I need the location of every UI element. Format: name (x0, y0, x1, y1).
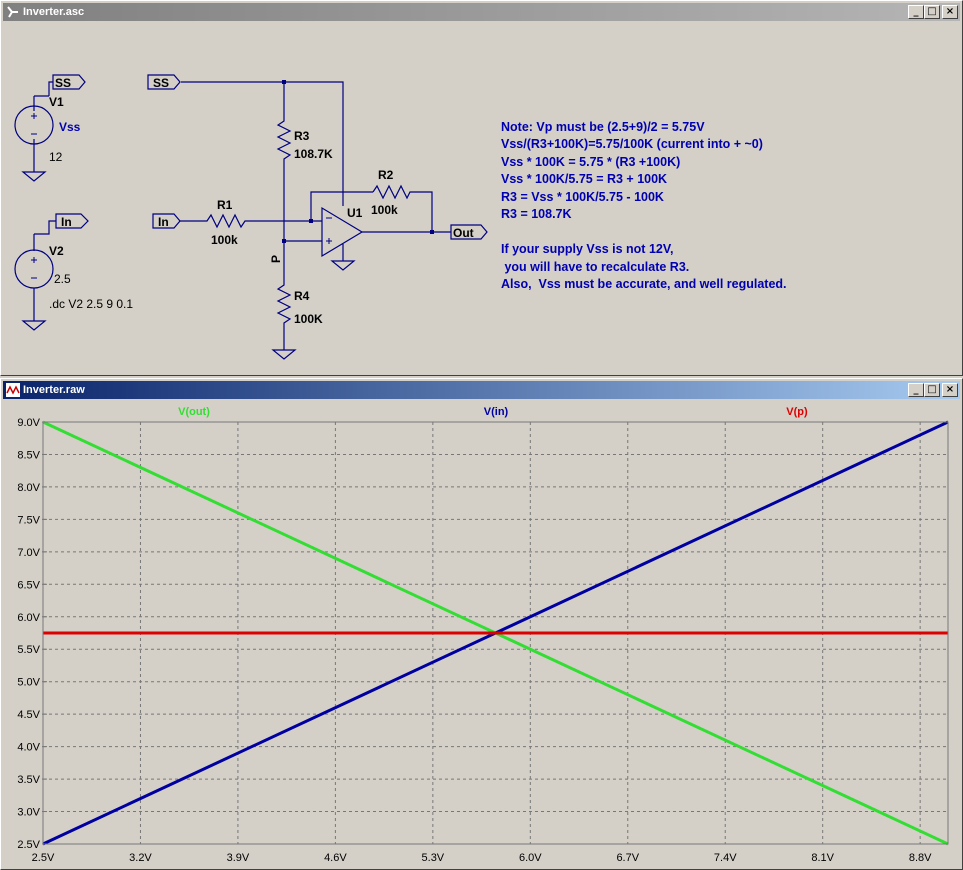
y-tick-label: 4.5V (17, 709, 40, 721)
r1-label: R1 (217, 198, 233, 212)
y-tick-label: 7.5V (17, 514, 40, 526)
r2-value-label: 100k (371, 203, 398, 217)
y-axis-ticks: 9.0V 8.5V 8.0V 7.5V 7.0V 6.5V 6.0V 5.5V 5.0V 4.5V… (17, 417, 47, 851)
trace-legend: V(out) V(in) V(p) (178, 406, 808, 418)
y-tick-label: 4.0V (17, 742, 40, 754)
x-axis-ticks: 2.5V 3.2V 3.9V 4.6V 5.3V 6.0V 6.7V 7.4V 8.1V 8.8V (32, 852, 932, 864)
note-line: Also, Vss must be accurate, and well reg… (501, 277, 787, 291)
y-tick-label: 8.0V (17, 482, 40, 494)
net-label-ss-left: SS (55, 76, 71, 90)
y-tick-label: 8.5V (17, 449, 40, 461)
note-line: Note: Vp must be (2.5+9)/2 = 5.75V (501, 120, 705, 134)
close-button[interactable]: × (942, 383, 958, 397)
note-line: If your supply Vss is not 12V, (501, 242, 674, 256)
y-tick-label: 7.0V (17, 547, 40, 559)
x-tick-label: 3.9V (227, 852, 250, 864)
x-tick-label: 6.0V (519, 852, 542, 864)
net-label-out: Out (453, 226, 474, 240)
x-tick-label: 2.5V (32, 852, 55, 864)
dc-directive[interactable]: .dc V2 2.5 9 0.1 (49, 297, 133, 311)
y-tick-label: 6.5V (17, 579, 40, 591)
note-line: Vss/(R3+100K)=5.75/100K (current into + … (501, 137, 763, 151)
x-tick-label: 4.6V (324, 852, 347, 864)
u1-label: U1 (347, 206, 363, 220)
note-block: Note: Vp must be (2.5+9)/2 = 5.75V Vss/(… (501, 120, 787, 291)
net-label-in-input: In (158, 215, 169, 229)
r3-value-label: 108.7K (294, 147, 333, 161)
waveform-icon (6, 383, 20, 397)
y-tick-label: 5.0V (17, 677, 40, 689)
net-label-ss-top: SS (153, 76, 169, 90)
y-tick-label: 3.0V (17, 807, 40, 819)
x-tick-label: 5.3V (422, 852, 445, 864)
maximize-button[interactable]: □ (924, 5, 940, 19)
note-line: R3 = Vss * 100K/5.75 - 100K (501, 190, 664, 204)
x-tick-label: 7.4V (714, 852, 737, 864)
r4-label: R4 (294, 289, 310, 303)
v2-label: V2 (49, 244, 64, 258)
close-button[interactable]: × (942, 5, 958, 19)
r4-value-label: 100K (294, 312, 323, 326)
note-line: Vss * 100K = 5.75 * (R3 +100K) (501, 155, 680, 169)
schematic-canvas[interactable]: SS V1 12 In V2 2.5 .dc V2 2.5 9 0.1 SS R… (7, 25, 959, 373)
minimize-button[interactable]: _ (908, 5, 924, 19)
schematic-titlebar[interactable]: Inverter.asc _ □ × (3, 3, 960, 21)
plot-frame (42, 421, 949, 845)
r2-label: R2 (378, 168, 394, 182)
legend-label[interactable]: V(out) (178, 406, 210, 418)
r3-label: R3 (294, 129, 310, 143)
ltspice-schematic-icon (7, 6, 18, 18)
x-tick-label: 8.1V (811, 852, 834, 864)
net-label-in-left: In (61, 215, 72, 229)
maximize-button[interactable]: □ (924, 383, 940, 397)
plot-window-title: Inverter.raw (23, 384, 85, 396)
x-tick-label: 3.2V (129, 852, 152, 864)
r1-value-label: 100k (211, 233, 238, 247)
plot-titlebar[interactable]: Inverter.raw _ □ × (3, 381, 960, 399)
y-tick-label: 5.5V (17, 644, 40, 656)
v1-value-label: Vss (59, 120, 81, 134)
note-line: R3 = 108.7K (501, 207, 572, 221)
v1-label: V1 (49, 95, 64, 109)
y-tick-label: 9.0V (17, 417, 40, 429)
y-tick-label: 3.5V (17, 774, 40, 786)
minimize-button[interactable]: _ (908, 383, 924, 397)
v1-voltage-label: 12 (49, 150, 63, 164)
net-label-p: P (269, 255, 283, 263)
plot-traces (42, 420, 949, 846)
schematic-window-title: Inverter.asc (23, 6, 85, 18)
note-line: Vss * 100K/5.75 = R3 + 100K (501, 172, 667, 186)
legend-label[interactable]: V(p) (786, 406, 808, 418)
legend-label[interactable]: V(in) (484, 406, 509, 418)
schematic-window: Inverter.asc _ □ × (0, 0, 963, 376)
v2-value-label: 2.5 (54, 272, 71, 286)
x-tick-label: 8.8V (909, 852, 932, 864)
y-tick-label: 6.0V (17, 612, 40, 624)
waveform-plot[interactable]: V(out) V(in) V(p) 9.0V 8.5V 8.0V 7.5V 7.0V 6.5V… (4, 401, 960, 869)
y-tick-label: 2.5V (17, 839, 40, 851)
note-line: you will have to recalculate R3. (501, 260, 689, 274)
x-tick-label: 6.7V (616, 852, 639, 864)
plot-window: Inverter.raw _ □ × V(out) V(in) V(p) 9.0V 8… (0, 378, 963, 870)
